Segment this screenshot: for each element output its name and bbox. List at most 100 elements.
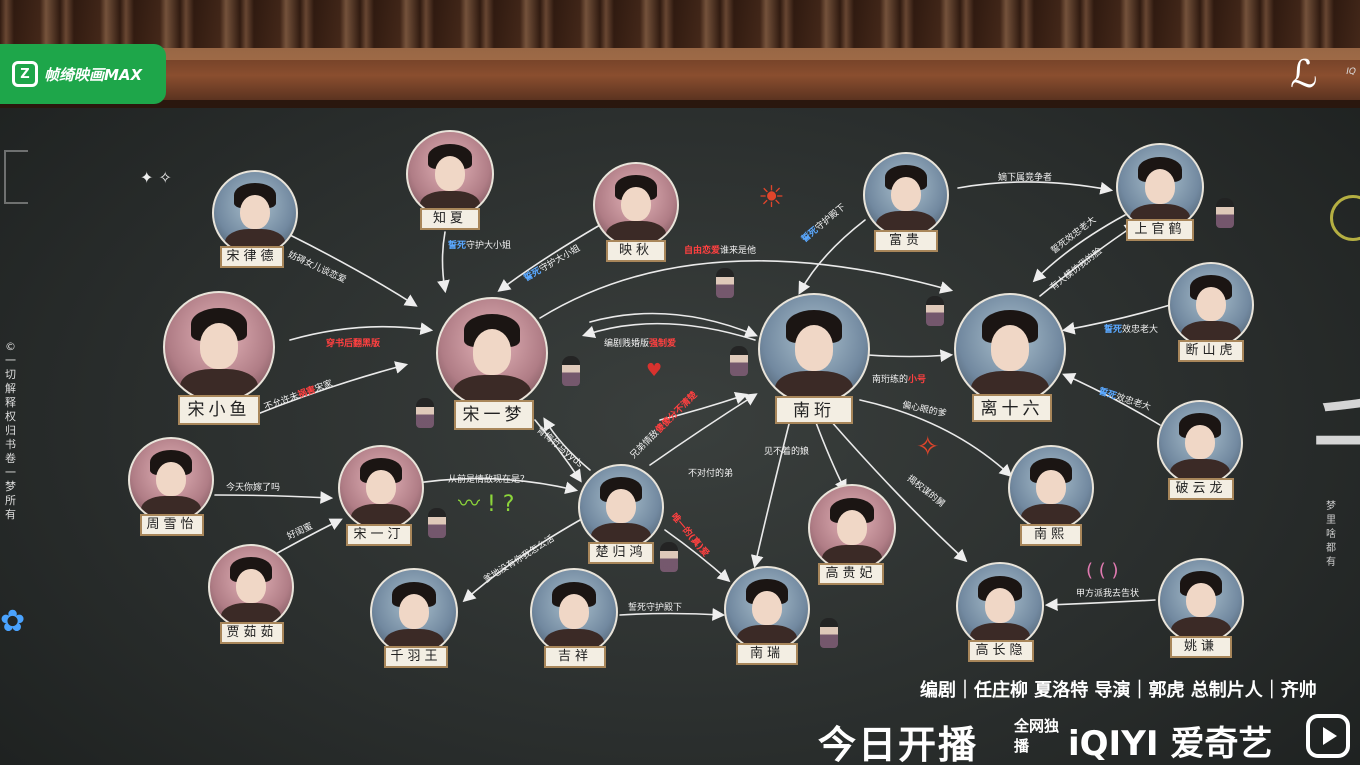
heart-doodle-icon: ♥ bbox=[646, 360, 663, 381]
arrow-chuguihong-nanyan-2 bbox=[659, 391, 749, 421]
portrait-song-yimeng bbox=[436, 297, 548, 409]
arrow-poyunlong-lishiliu bbox=[1062, 373, 1161, 426]
arrow-duanshanhu-lishiliu bbox=[1061, 304, 1171, 335]
sun-doodle-icon bbox=[1330, 195, 1360, 241]
flower-doodle-icon: ✿ bbox=[0, 604, 26, 639]
portrait-lishiliu bbox=[954, 293, 1066, 405]
chibi-figure-icon bbox=[428, 508, 446, 538]
relation-label: 誓死守护殿下 bbox=[628, 603, 683, 613]
arrow-chuguihong-qianyuwang bbox=[462, 519, 581, 603]
name-tag-nanyan: 南珩 bbox=[775, 396, 853, 424]
wood-rail-bottom bbox=[0, 100, 1360, 108]
portrait-yaoqian bbox=[1158, 558, 1244, 644]
studio-badge-label: 帧绮映画MAX bbox=[44, 65, 143, 84]
chibi-figure-icon bbox=[416, 398, 434, 428]
portrait-fugui bbox=[863, 152, 949, 238]
portrait-zhixia bbox=[406, 130, 494, 218]
arrow-yaoqian-gaochangyin bbox=[1044, 598, 1156, 612]
chibi-figure-icon bbox=[820, 618, 838, 648]
exclusive-label: 全网独播 bbox=[1014, 717, 1060, 755]
name-tag-qianyuwang: 千羽王 bbox=[384, 646, 448, 668]
chibi-figure-icon bbox=[562, 356, 580, 386]
right-motto-vertical: 梦里啥都有 bbox=[1326, 501, 1336, 568]
portrait-qianyuwang bbox=[370, 568, 458, 656]
top-right-logo-small: IQ bbox=[1346, 67, 1356, 77]
arrow-fugui-nanyan bbox=[798, 219, 866, 295]
carved-lattice bbox=[0, 0, 1360, 48]
portrait-zhouxueyi bbox=[128, 437, 214, 523]
relation-label: 誓死效忠老大 bbox=[1104, 325, 1159, 335]
portrait-nanxi bbox=[1008, 445, 1094, 531]
portrait-shangguanhe bbox=[1116, 143, 1204, 231]
chibi-figure-icon bbox=[716, 268, 734, 298]
platform-logo-text: iQIYI 爱奇艺 bbox=[1068, 724, 1273, 764]
portrait-chuguihong bbox=[578, 464, 664, 550]
portrait-gaochangyin bbox=[956, 562, 1044, 650]
arrow-nanyan-nanrui bbox=[750, 419, 791, 569]
name-tag-yaoqian: 姚谦 bbox=[1170, 636, 1232, 658]
name-tag-song-lvde: 宋律德 bbox=[220, 246, 284, 268]
arrow-yimeng-chuguihong bbox=[534, 419, 582, 483]
name-tag-song-yimeng: 宋一梦 bbox=[454, 400, 534, 430]
arrow-jixiang-nanrui bbox=[619, 608, 726, 621]
arrow-xiaoyu2-songyimeng bbox=[254, 361, 409, 416]
name-tag-nanrui: 南瑞 bbox=[736, 643, 798, 665]
arrow-fugui-shangguan bbox=[957, 181, 1114, 195]
name-tag-zhouxueyi: 周雪怡 bbox=[140, 514, 204, 536]
relation-label: 穿书后翻黑版 bbox=[326, 339, 381, 349]
chibi-figure-icon bbox=[730, 346, 748, 376]
chibi-figure-icon bbox=[1216, 198, 1234, 228]
squiggle-doodle-icon: 〰 ! ? bbox=[458, 492, 515, 517]
portrait-song-yiting bbox=[338, 445, 424, 531]
relation-label: 南珩练的小号 bbox=[872, 375, 927, 385]
relation-label: 见不着的娘 bbox=[764, 447, 810, 457]
wood-rail bbox=[0, 48, 1360, 60]
name-tag-zhixia: 知夏 bbox=[420, 208, 480, 230]
relation-label: 今天你嫁了吗 bbox=[226, 483, 281, 493]
chibi-figure-icon bbox=[660, 542, 678, 572]
name-tag-fugui: 富贵 bbox=[874, 230, 938, 252]
arrow-zhixia-songyimeng bbox=[437, 231, 450, 294]
portrait-jixiang bbox=[530, 568, 618, 656]
chibi-figure-icon bbox=[926, 296, 944, 326]
portrait-song-lvde bbox=[212, 170, 298, 256]
portrait-nanyan bbox=[758, 293, 870, 405]
name-tag-jiaruru: 贾茹茹 bbox=[220, 622, 284, 644]
arrow-songlvde-songyimeng bbox=[289, 234, 418, 307]
portrait-gaoguifei bbox=[808, 484, 896, 572]
arrow-nanyan-lishiliu bbox=[867, 349, 954, 363]
portrait-yingqiu bbox=[593, 162, 679, 248]
portrait-song-xiaoyu bbox=[163, 291, 275, 403]
portrait-poyunlong bbox=[1157, 400, 1243, 486]
arrow-chuguihong-yimeng bbox=[543, 417, 591, 471]
relation-label: 誓死守护大小姐 bbox=[448, 241, 512, 251]
name-tag-gaochangyin: 高长隐 bbox=[968, 640, 1034, 662]
name-tag-chuguihong: 楚归鸿 bbox=[588, 542, 654, 564]
name-tag-yingqiu: 映秋 bbox=[606, 240, 666, 262]
sparkle-doodle-icon: ✦ ✧ bbox=[140, 168, 172, 187]
arrow-xiaoyu-songyimeng bbox=[289, 322, 434, 341]
credits-line: 编剧｜任庄柳 夏洛特 导演｜郭虎 总制片人｜齐帅 bbox=[920, 680, 1317, 701]
wooden-top-border bbox=[0, 0, 1360, 108]
relation-label: 不对付的弟 bbox=[688, 469, 734, 479]
arrow-yimeng-lishiliu bbox=[539, 260, 954, 319]
arrow-yimeng-nanyan bbox=[589, 312, 758, 338]
relation-label: 嫡下属竞争者 bbox=[998, 173, 1053, 183]
name-tag-song-yiting: 宋一汀 bbox=[346, 524, 412, 546]
name-tag-lishiliu: 离十六 bbox=[972, 394, 1052, 422]
name-tag-gaoguifei: 高贵妃 bbox=[818, 563, 884, 585]
name-tag-nanxi: 南熙 bbox=[1020, 524, 1082, 546]
copyright-vertical-text: ©一切解释权归书卷一梦所有 bbox=[5, 340, 16, 521]
arrow-nanyan-gaochangyin bbox=[829, 419, 968, 563]
arrow-shangguan-lishiliu bbox=[1032, 214, 1126, 283]
arrow-yingqiu-songyimeng bbox=[497, 224, 601, 292]
calligraphy-character: 千 bbox=[1310, 350, 1360, 524]
arrow-nanyan-nanxi bbox=[859, 399, 1013, 478]
arrow-nanyan-gaoguifei bbox=[814, 419, 847, 493]
name-tag-song-xiaoyu: 宋小鱼 bbox=[178, 395, 260, 425]
airing-today-title: 今日开播 bbox=[818, 723, 979, 765]
arrow-nanyan-yimeng bbox=[581, 322, 756, 341]
side-ornament bbox=[4, 150, 28, 204]
studio-badge: Z 帧绮映画MAX bbox=[0, 44, 166, 104]
